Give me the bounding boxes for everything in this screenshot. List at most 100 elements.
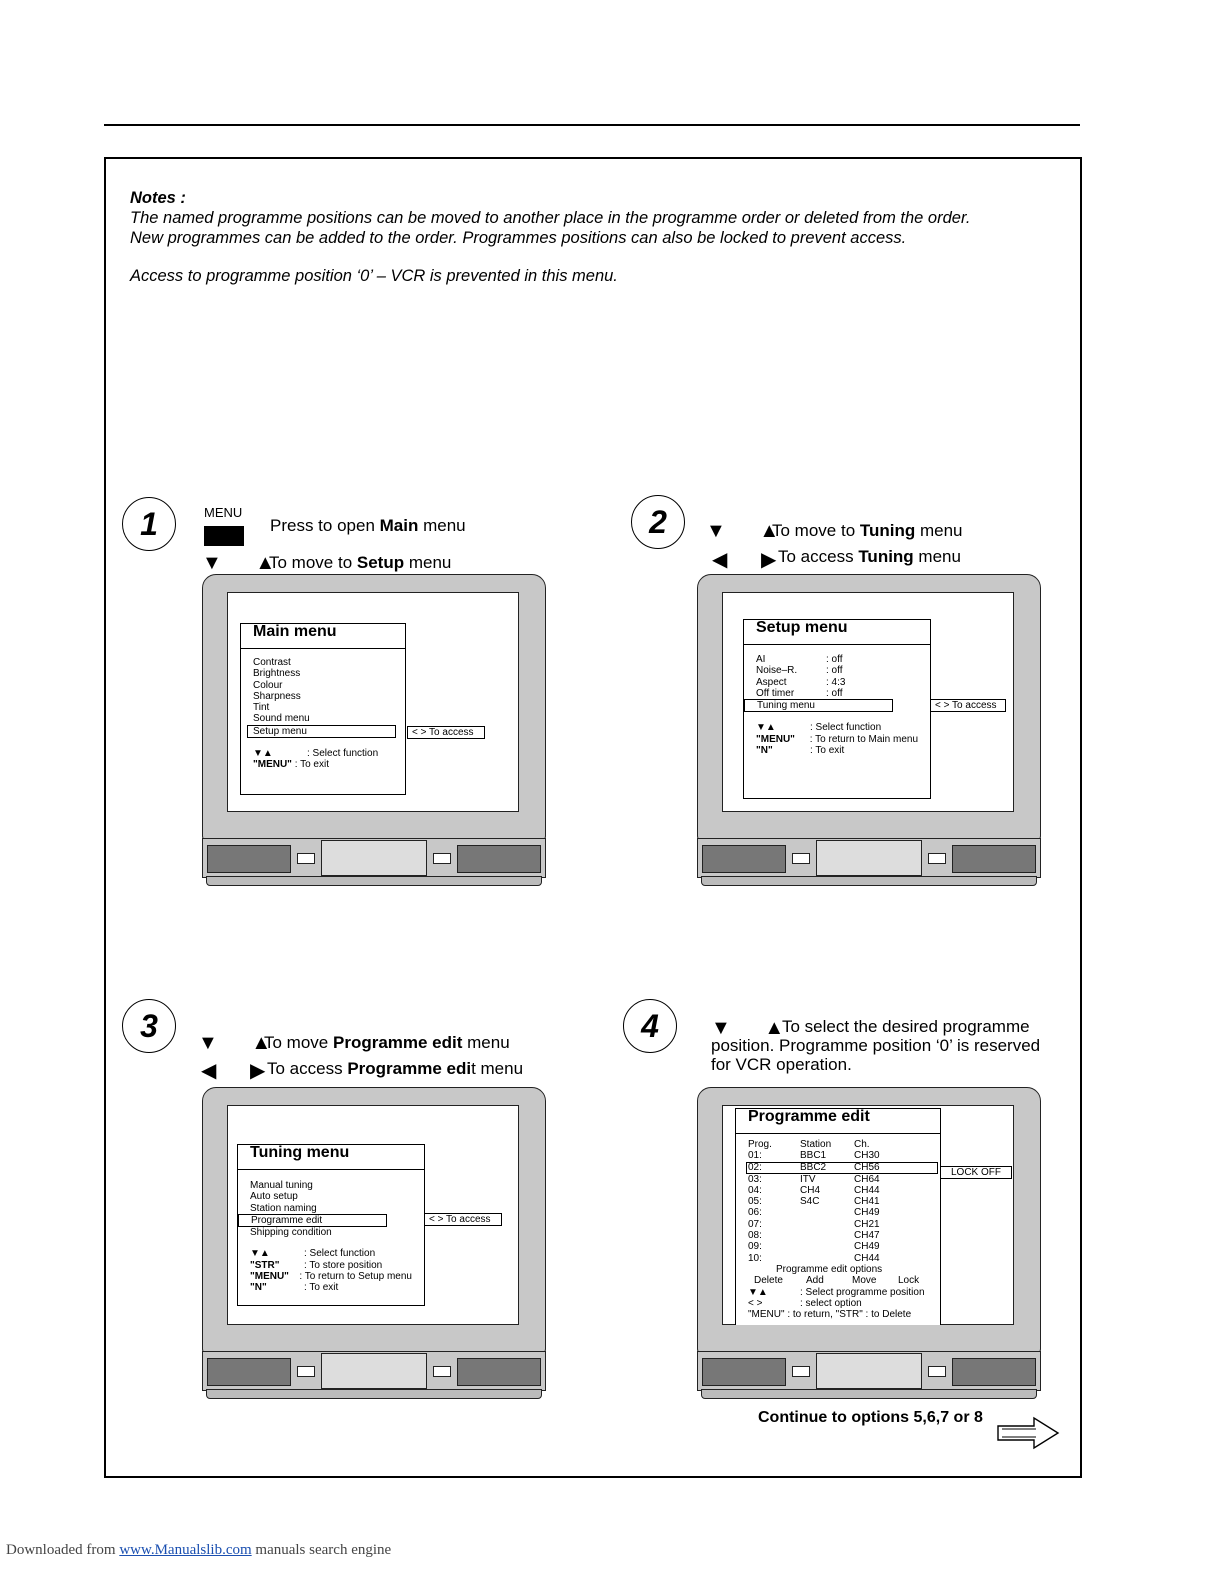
station-name xyxy=(800,1207,854,1218)
setting-label: Off timer xyxy=(756,687,795,699)
footer-prefix: Downloaded from xyxy=(6,1542,120,1558)
prog-number: 03: xyxy=(748,1173,762,1185)
prog-number: 07: xyxy=(748,1218,762,1230)
station-name xyxy=(800,1241,854,1252)
step-3-number: 3 xyxy=(122,999,176,1053)
menu-item-selected: Setup menu xyxy=(247,724,396,739)
step-1-instruction-b: To move to Setup menu xyxy=(269,553,452,572)
main-menu-panel: Main menu Contrast Brightness Colour Sha… xyxy=(240,623,406,795)
station-name: ITV xyxy=(800,1173,816,1185)
help-key: ▼▲ xyxy=(756,722,776,734)
step-1-instruction-a: Press to open Main menu xyxy=(270,516,466,535)
station-name xyxy=(800,1230,854,1241)
help-key: "MENU" xyxy=(756,733,795,745)
menu-key-icon xyxy=(204,526,244,546)
help-text: : To exit xyxy=(304,1282,339,1294)
help-text: : To return to Setup menu xyxy=(299,1271,412,1283)
leftright-arrows-icon: ◀ ▶ xyxy=(712,549,791,571)
notes-line-2: New programmes can be added to the order… xyxy=(130,229,907,247)
channel: CH49 xyxy=(854,1241,880,1253)
programme-edit-title: Programme edit xyxy=(736,1109,940,1134)
step-2-number: 2 xyxy=(631,495,685,549)
step-2-instruction-a: To move to Tuning menu xyxy=(772,521,963,540)
station-name: CH4 xyxy=(800,1184,821,1196)
column-header: Prog. xyxy=(748,1139,772,1150)
prog-number: 09: xyxy=(748,1241,762,1253)
channel: CH64 xyxy=(854,1173,880,1185)
notes-line-3: Access to programme position ‘0’ – VCR i… xyxy=(130,267,618,285)
channel: CH41 xyxy=(854,1196,880,1208)
step-4-number: 4 xyxy=(623,999,677,1053)
station-name: S4C xyxy=(800,1196,820,1208)
continue-text: Continue to options 5,6,7 or 8 xyxy=(758,1409,983,1426)
help-text: : Select function xyxy=(304,1248,376,1260)
help-text: : To store position xyxy=(304,1259,383,1271)
menu-item: Sound menu xyxy=(253,713,310,725)
programme-row: 09: CH49 xyxy=(748,1241,928,1252)
setting-value: : 4:3 xyxy=(826,676,846,688)
help-text: : Select programme position xyxy=(800,1286,925,1298)
menu-item: Sharpness xyxy=(253,690,301,702)
menu-item: Tint xyxy=(253,702,270,714)
prog-number: 08: xyxy=(748,1230,762,1242)
menu-key-label: MENU xyxy=(204,505,243,520)
setting-label: AI xyxy=(756,654,766,665)
menu-item: Contrast xyxy=(253,657,291,668)
setting-label: Aspect xyxy=(756,676,787,688)
menu-item: Shipping condition xyxy=(250,1227,332,1239)
notes-heading: Notes : xyxy=(130,189,186,207)
content-frame xyxy=(104,157,1082,1478)
menu-item-selected: Tuning menu xyxy=(744,699,893,713)
top-rule xyxy=(104,124,1080,126)
menu-item: Auto setup xyxy=(250,1191,298,1203)
leftright-arrows-icon: ◀ ▶ xyxy=(201,1060,280,1082)
continue-arrow-icon xyxy=(997,1416,1060,1450)
programme-row: 08:CH47 xyxy=(748,1230,928,1241)
programme-row: 10:CH44 xyxy=(748,1253,928,1264)
manualslib-link[interactable]: www.Manualslib.com xyxy=(119,1542,252,1558)
tv-illustration-1: Main menu Contrast Brightness Colour Sha… xyxy=(202,574,546,890)
updown-arrows-icon: ▼ ▲ xyxy=(202,552,290,574)
prog-number: 10: xyxy=(748,1252,762,1264)
help-key: < > xyxy=(748,1297,763,1309)
help-text: : select option xyxy=(800,1297,862,1309)
step-3-instruction-a: To move Programme edit menu xyxy=(264,1033,510,1052)
tuning-menu-panel: Tuning menu Manual tuning Auto setup Sta… xyxy=(237,1144,425,1306)
prog-number: 02: xyxy=(748,1161,762,1173)
notes-block: Notes : The named programme positions ca… xyxy=(130,188,1030,286)
setup-menu-panel: Setup menu AI: off Noise–R.: off Aspect:… xyxy=(743,619,931,799)
channel: CH56 xyxy=(854,1161,880,1173)
menu-item-selected: Programme edit xyxy=(238,1213,387,1228)
channel: CH21 xyxy=(854,1218,880,1230)
help-text: "MENU" : to return, "STR" : to Delete xyxy=(748,1309,912,1321)
step-1-number: 1 xyxy=(122,497,176,551)
column-header: Ch. xyxy=(854,1139,870,1150)
footer-credit: Downloaded from www.Manualslib.com manua… xyxy=(6,1542,391,1559)
help-key: "MENU" xyxy=(253,759,292,771)
station-name xyxy=(800,1219,854,1230)
access-label: < > To access xyxy=(407,726,485,739)
option-lock: Lock xyxy=(898,1275,920,1287)
step-4-instruction-b: position. Programme position ‘0’ is rese… xyxy=(711,1036,1041,1055)
step-4-instruction-c: for VCR operation. xyxy=(711,1055,852,1074)
help-key: ▼▲ xyxy=(253,748,273,760)
setting-value: : off xyxy=(826,687,843,699)
prog-number: 04: xyxy=(748,1184,762,1196)
channel: CH44 xyxy=(854,1184,880,1196)
help-key: "STR" xyxy=(250,1259,280,1271)
updown-arrows-icon: ▼ ▲ xyxy=(711,1017,799,1039)
option-delete: Delete xyxy=(754,1275,783,1287)
help-text: : To exit xyxy=(294,759,329,771)
footer-suffix: manuals search engine xyxy=(251,1542,392,1558)
help-text: : Select function xyxy=(307,748,379,760)
station-name xyxy=(800,1253,854,1264)
programme-row: 04: CH4 CH44 xyxy=(748,1185,928,1196)
channel: CH30 xyxy=(854,1150,880,1162)
updown-arrows-icon: ▼ ▲ xyxy=(706,520,794,542)
programme-row: 03: ITV CH64 xyxy=(748,1174,928,1185)
help-key: "N" xyxy=(250,1282,267,1294)
